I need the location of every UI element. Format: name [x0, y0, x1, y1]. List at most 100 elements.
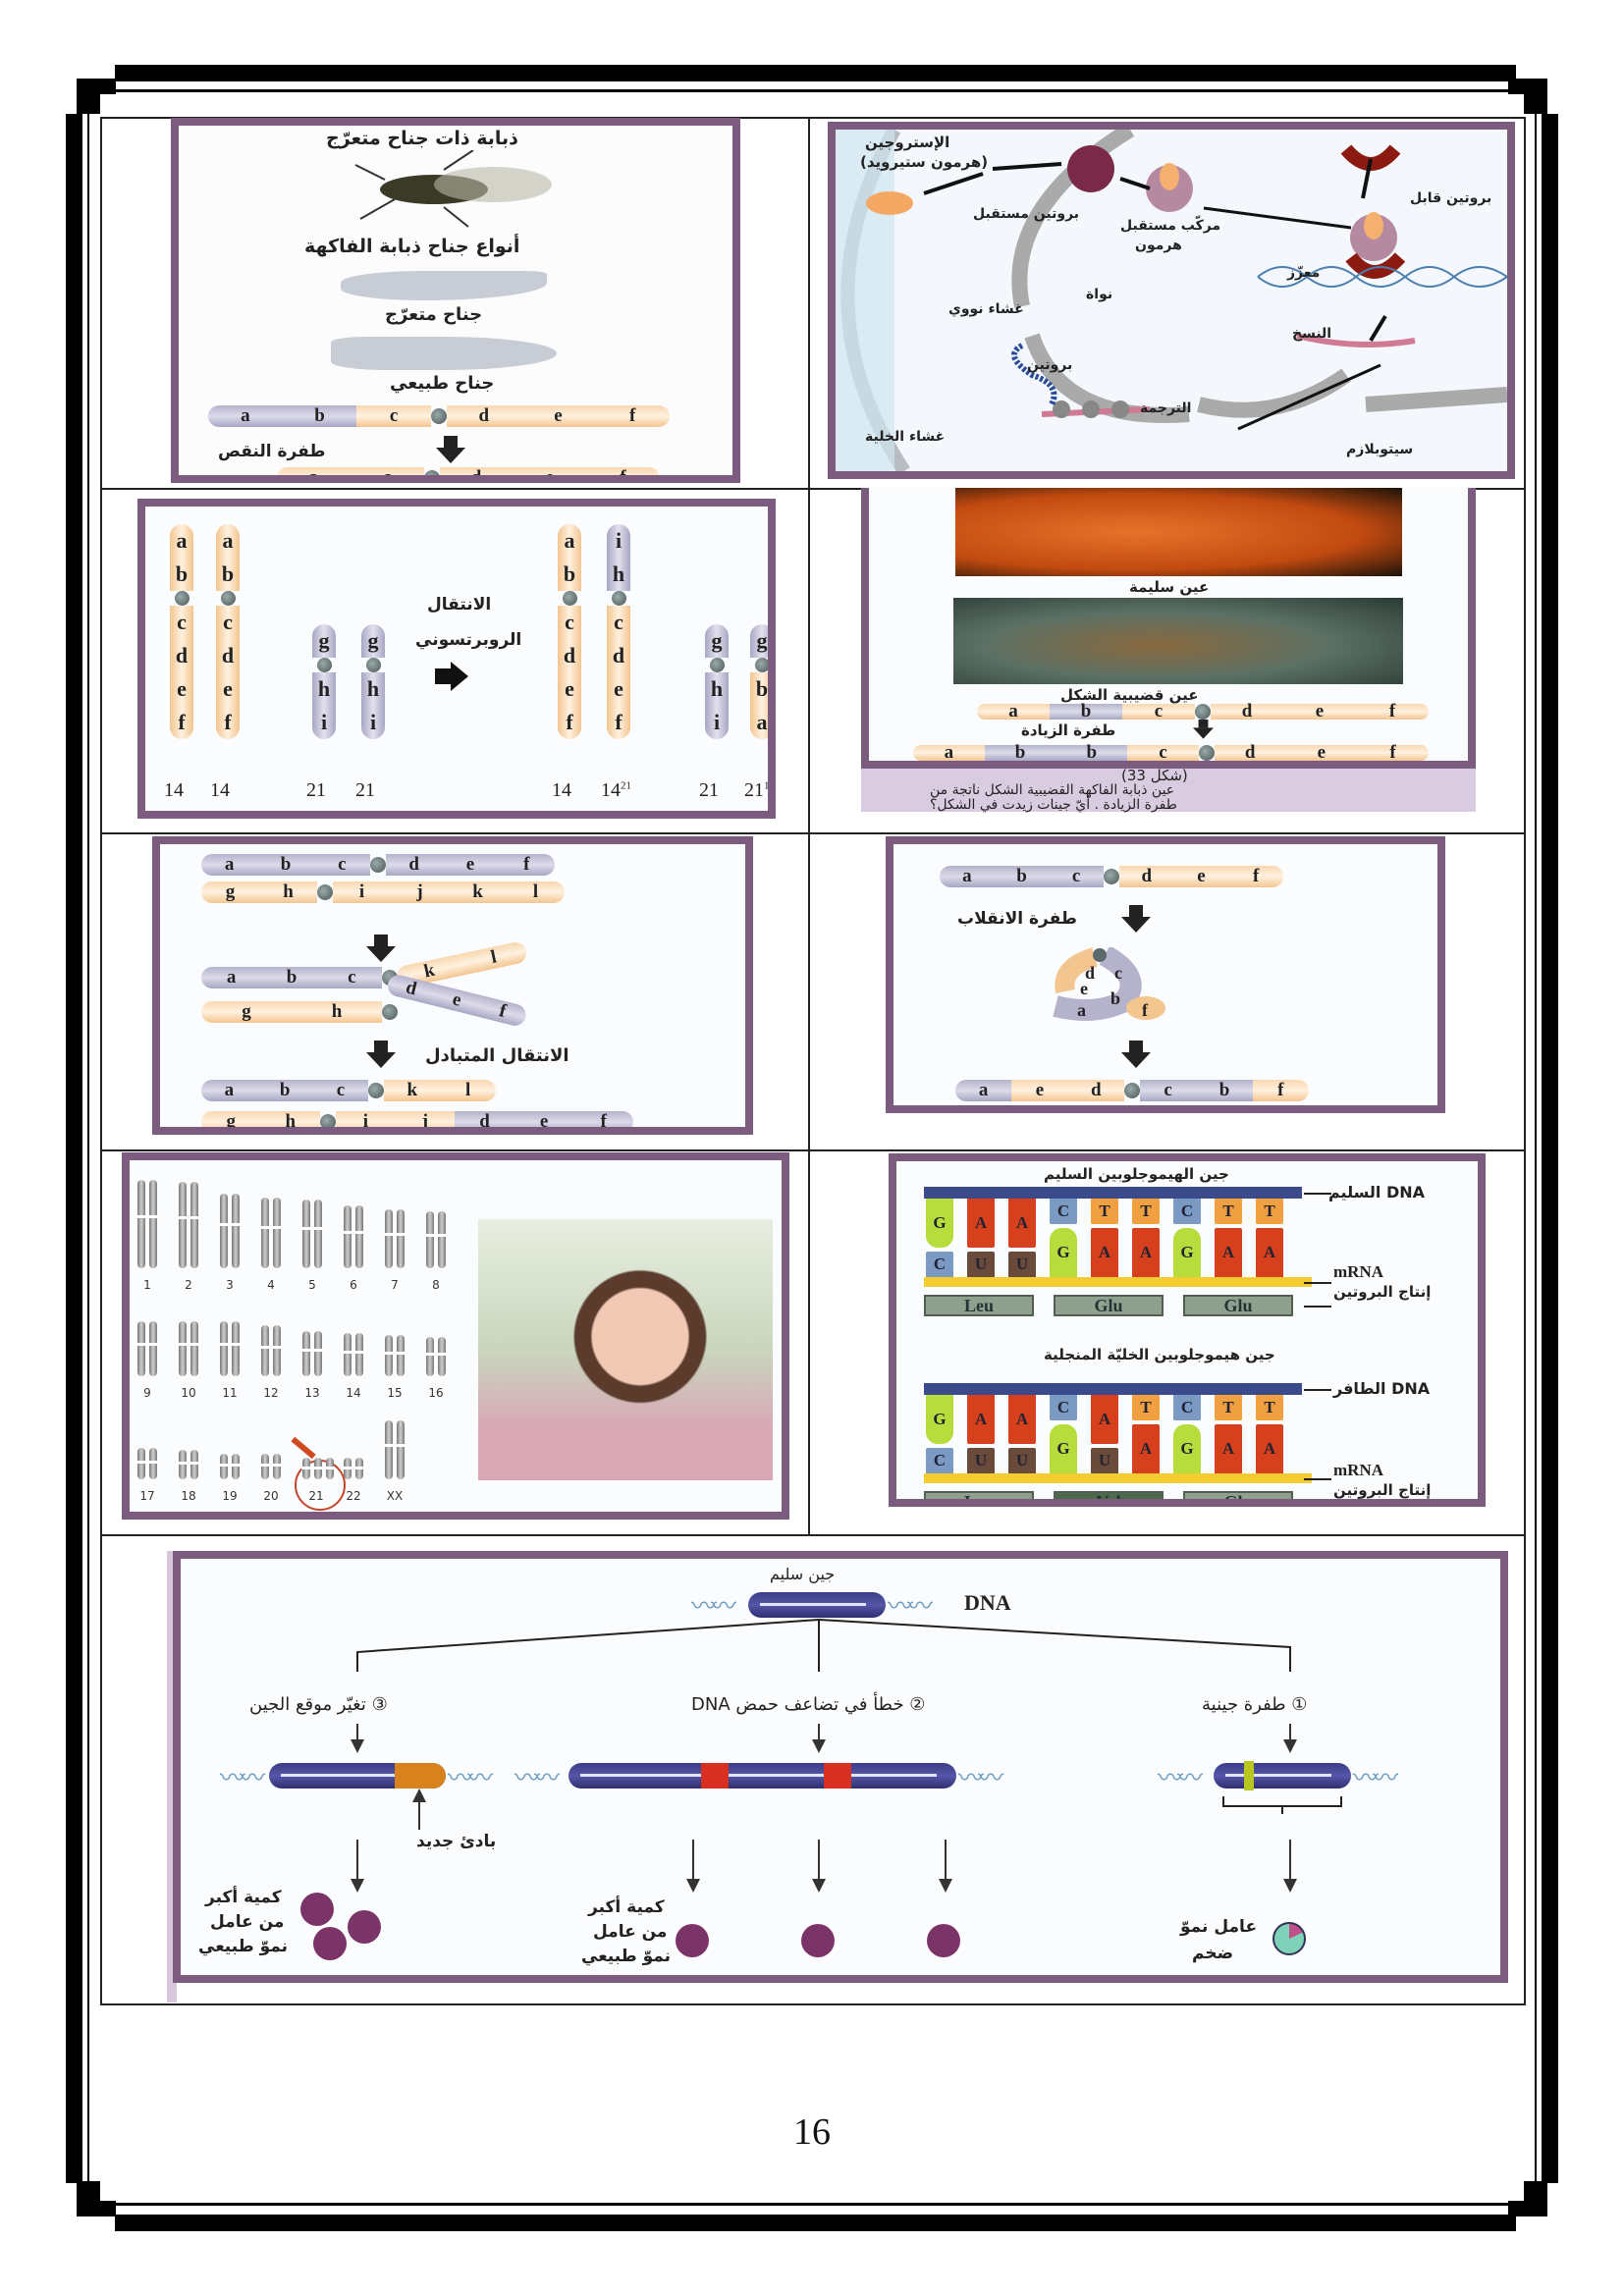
dna-base: T [1215, 1199, 1242, 1224]
chromosome-bar [425, 1337, 435, 1376]
arrow-down-icon [686, 1840, 700, 1893]
label-complex-hormone: هرمون [1135, 238, 1182, 253]
chromosome-bar [384, 1420, 394, 1479]
chromosome-number: 13 [304, 1386, 320, 1400]
gene-d: d [607, 639, 630, 672]
chromosome-pair-5 [301, 1200, 323, 1268]
chromosome-bar [178, 1450, 188, 1479]
gene-g: g [201, 881, 259, 903]
dna-base: A [1008, 1395, 1036, 1444]
gene-c: c [607, 606, 630, 639]
gene-f: f [170, 706, 193, 739]
chromosome-bar [189, 1182, 199, 1268]
gene-k: k [384, 1080, 441, 1101]
chromosome-bar [396, 1420, 406, 1479]
chromosome-pair-15 [384, 1335, 406, 1376]
dna-base: A [1091, 1395, 1118, 1444]
gene-i: i [333, 881, 391, 903]
chromosome-number: 20 [263, 1489, 279, 1503]
branch-dna-replication-error: ② خطأ في تضاعف حمض DNA [691, 1694, 926, 1715]
result3-line2: من عامل [210, 1912, 285, 1932]
chromosome-bar [178, 1321, 188, 1376]
dna-cylinder [748, 1592, 886, 1618]
chromosome-pair-14 [343, 1333, 364, 1376]
bar-eye-label: عين قضيبية الشكل [1060, 686, 1199, 704]
chromosome-number: 15 [387, 1386, 403, 1400]
label-complex: مركّب مستقبل [1120, 218, 1221, 234]
gene-a: a [201, 1080, 257, 1101]
duplication-mutation-label: طفرة الزيادة [1021, 721, 1116, 739]
chromosome-bar [136, 1448, 146, 1479]
chromosome-bar [148, 1180, 158, 1268]
gene-a: a [955, 1080, 1012, 1101]
chromosome-bar [219, 1454, 229, 1479]
mutant-dna-label: DNA الطافر [1333, 1379, 1431, 1398]
chromosome-pair-3 [219, 1194, 241, 1268]
growth-factor-dot [676, 1924, 709, 1957]
chromosome-pair-10 [178, 1321, 199, 1376]
mrna-base: C [926, 1252, 953, 1277]
gene-c: c [1139, 1080, 1197, 1101]
border-top [115, 65, 1516, 81]
gene-f: f [573, 1111, 633, 1127]
chromosome-pair-20 [260, 1454, 282, 1479]
chromosome-number: 19 [222, 1489, 238, 1503]
gene-i: i [361, 706, 385, 739]
mrna-base: U [967, 1448, 995, 1473]
gene-h: h [260, 1111, 321, 1127]
chromosome-pair-21 [301, 1458, 335, 1479]
chromosome-bar [354, 1205, 364, 1268]
gene-e: e [170, 672, 193, 706]
amino-acid: Leu [924, 1491, 1034, 1499]
growth-factor-dot [300, 1893, 334, 1926]
hormone-pathway-art [836, 130, 1507, 471]
centromere [1103, 869, 1119, 884]
centromere [1195, 704, 1211, 720]
grid-divider [102, 1149, 1524, 1151]
gene-f: f [586, 467, 660, 475]
gene-h: h [259, 881, 317, 903]
new-promoter-label: بادئ جديد [416, 1832, 497, 1851]
label-steroid-hormone: (هرمون ستيرويد) [860, 153, 989, 171]
sickle-gene-title: جين هيموجلوبين الخليّة المنجلية [1044, 1346, 1275, 1363]
gene-f: f [595, 405, 670, 427]
caption-line-1: عين ذبابة الفاكهة القضيبية الشكل ناتجة م… [930, 782, 1175, 798]
result1-line2: ضخم [1192, 1944, 1234, 1963]
protein-label: إنتاج البروتين [1333, 1283, 1432, 1301]
gene-d: d [1067, 1080, 1124, 1101]
gene-e: e [442, 854, 499, 876]
amino-acid: Glu [1054, 1295, 1164, 1316]
mrna-base: C [926, 1448, 953, 1473]
border-left-inner [87, 114, 89, 2183]
protein-chain [1011, 343, 1057, 406]
svg-text:b: b [1110, 988, 1120, 1008]
gene-j: j [395, 1111, 456, 1127]
centromere [754, 658, 768, 672]
result2-line2: من عامل [593, 1922, 668, 1942]
gene-h: h [607, 558, 630, 591]
gene-a: a [913, 742, 985, 761]
chromosome-bar [219, 1194, 229, 1268]
healthy-gene-label: جين سليم [770, 1565, 836, 1583]
dna-base: C [1173, 1199, 1201, 1224]
dna-base: G [926, 1199, 953, 1248]
hemoglobin-figure: جين الهيموجلوبين السليم DNA السليم mRNA … [889, 1153, 1486, 1507]
dna-strand [924, 1187, 1302, 1199]
gene-d: d [1211, 701, 1283, 721]
centromere [611, 591, 626, 606]
chromosome-bar [272, 1325, 282, 1376]
grid-divider [808, 119, 810, 1534]
growth-factor-dot [348, 1910, 381, 1944]
chromosome-pair-8 [425, 1211, 447, 1268]
chromosome-number: 6 [350, 1278, 357, 1292]
duplicated-segment [824, 1763, 851, 1789]
gene-d: d [558, 639, 581, 672]
mrna-base: U [967, 1252, 995, 1277]
gene-f: f [1356, 701, 1429, 721]
